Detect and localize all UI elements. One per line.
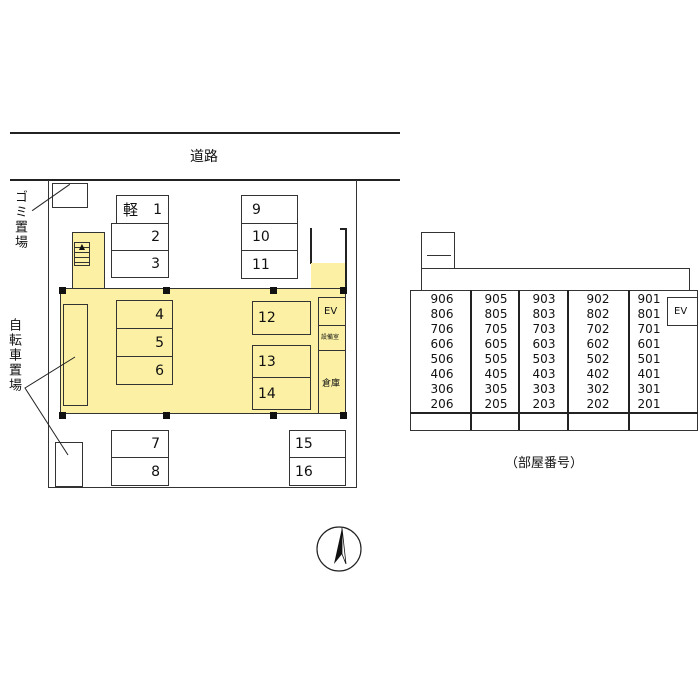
kei-label: 軽 [123, 201, 139, 219]
room-number: 503 [532, 352, 556, 366]
room-number: 806 [430, 307, 454, 321]
room-number: 405 [484, 367, 508, 381]
storage-room: 倉庫 [318, 350, 346, 414]
room-number: 302 [586, 382, 610, 396]
room-number: 206 [430, 397, 454, 411]
room-number: 406 [430, 367, 454, 381]
room-number: 601 [637, 337, 661, 351]
north-arrow-icon [316, 526, 362, 572]
room-number: 403 [532, 367, 556, 381]
bicycle-label: 自転車置場 [6, 318, 21, 393]
wall [345, 228, 347, 290]
room-number: 203 [532, 397, 556, 411]
room-number: 701 [637, 322, 661, 336]
parking-slot-14: 14 [252, 377, 311, 410]
stair-box [421, 232, 455, 269]
slot-number: 1 [153, 201, 162, 218]
building-elevation [410, 290, 698, 431]
room-number: 906 [430, 292, 454, 306]
bicycle-leader-lines [24, 356, 76, 456]
bicycle-area [55, 442, 83, 487]
room-number: 205 [484, 397, 508, 411]
divider [518, 290, 520, 430]
room-number: 202 [586, 397, 610, 411]
elevator-right: EV [667, 297, 698, 326]
room-number: 705 [484, 322, 508, 336]
site-boundary [48, 180, 357, 488]
site-top-line [10, 179, 400, 181]
room-number: 803 [532, 307, 556, 321]
room-number: 602 [586, 337, 610, 351]
divider [410, 412, 698, 414]
room-number: 905 [484, 292, 508, 306]
room-number: 805 [484, 307, 508, 321]
wall [310, 228, 312, 264]
corridor [421, 268, 690, 291]
room-number: 802 [586, 307, 610, 321]
divider [470, 290, 472, 430]
parking-slot-16: 16 [289, 457, 346, 486]
room-number-caption: （部屋番号） [505, 456, 584, 471]
room-number: 306 [430, 382, 454, 396]
garbage-area [52, 183, 88, 208]
parking-slot-3: 3 [111, 250, 169, 278]
room-number: 305 [484, 382, 508, 396]
room-number: 801 [637, 307, 661, 321]
divider [628, 290, 630, 430]
room-number: 501 [637, 352, 661, 366]
room-number: 402 [586, 367, 610, 381]
pillar [163, 287, 170, 294]
room-number: 901 [637, 292, 661, 306]
room-number: 902 [586, 292, 610, 306]
pillar [163, 412, 170, 419]
room-number: 505 [484, 352, 508, 366]
parking-slot-8: 8 [111, 457, 169, 486]
parking-slot-11: 11 [241, 250, 298, 279]
room-number: 903 [532, 292, 556, 306]
room-number: 401 [637, 367, 661, 381]
room-number: 606 [430, 337, 454, 351]
pillar [270, 412, 277, 419]
stairs-icon: ▲ [74, 242, 90, 266]
pillar [340, 287, 347, 294]
divider [567, 290, 569, 430]
room-number: 702 [586, 322, 610, 336]
room-number: 603 [532, 337, 556, 351]
room-number: 605 [484, 337, 508, 351]
road-line [10, 132, 400, 134]
bicycle-rack [63, 304, 88, 406]
room-number: 706 [430, 322, 454, 336]
room-number: 303 [532, 382, 556, 396]
pillar [59, 287, 66, 294]
parking-slot-12: 12 [252, 301, 311, 335]
garbage-label: ゴミ置場 [12, 190, 27, 250]
room-number: 502 [586, 352, 610, 366]
room-number: 301 [637, 382, 661, 396]
parking-slot-6: 6 [116, 356, 173, 385]
pillar [270, 287, 277, 294]
road-label: 道路 [190, 149, 218, 165]
room-number: 703 [532, 322, 556, 336]
wall [340, 228, 346, 230]
parking-building [60, 288, 346, 414]
building-corner [311, 263, 345, 290]
pillar [340, 412, 347, 419]
room-number: 201 [637, 397, 661, 411]
pillar [59, 412, 66, 419]
room-number: 506 [430, 352, 454, 366]
